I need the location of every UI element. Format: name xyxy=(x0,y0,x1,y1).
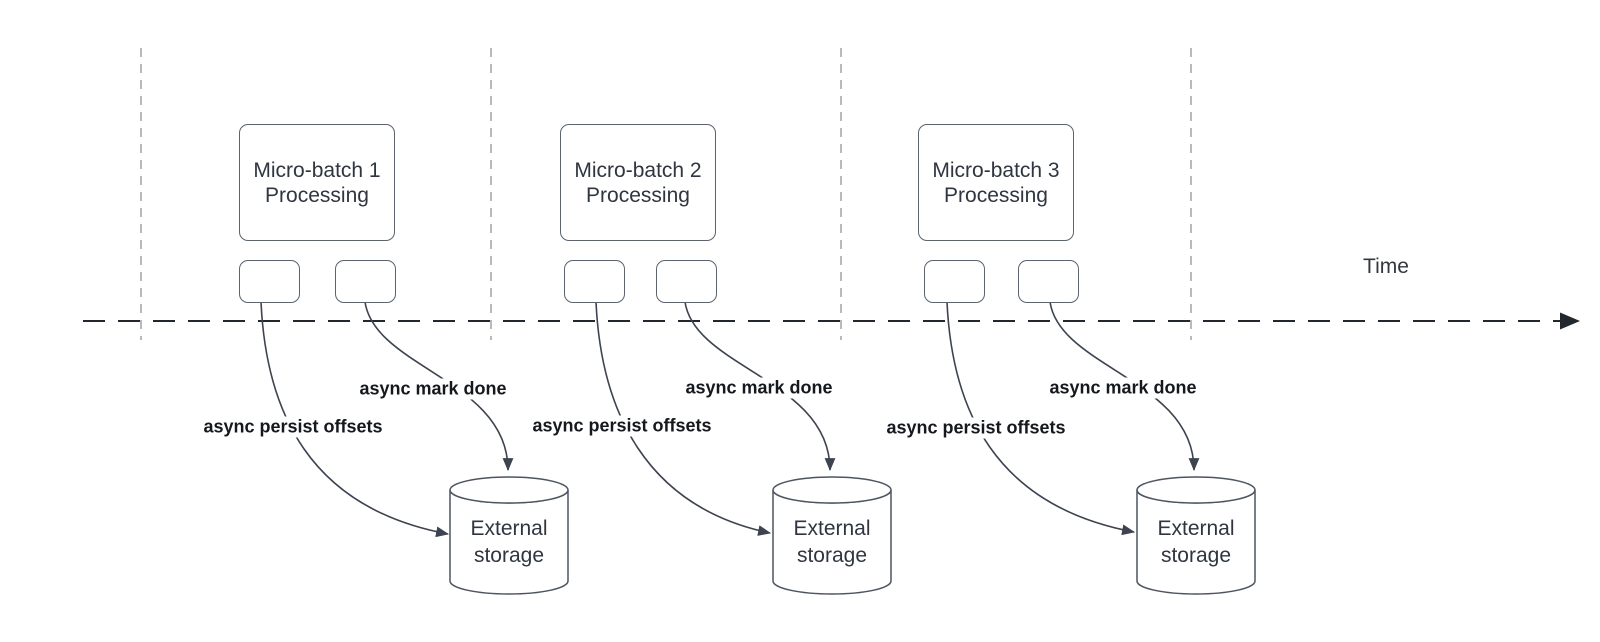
external-storage-label-1-line2: storage xyxy=(473,544,545,567)
external-storage-label-3: External storage xyxy=(1157,515,1234,569)
mark-done-label-1: async mark done xyxy=(356,378,510,400)
persist-offsets-task-box-2 xyxy=(564,260,625,303)
persist-offsets-task-box-1 xyxy=(239,260,300,303)
storage-cylinder-3 xyxy=(1136,476,1256,595)
micro-batch-3-title: Micro-batch 3 xyxy=(932,158,1060,182)
external-storage-label-3-line1: External xyxy=(1157,517,1235,540)
mark-done-arrow-3 xyxy=(1049,301,1200,472)
mark-done-label-3: async mark done xyxy=(1046,377,1200,399)
cylinder-top xyxy=(772,476,892,504)
persist-offsets-label-2: async persist offsets xyxy=(529,415,715,437)
external-storage-label-1: External storage xyxy=(470,515,547,569)
external-storage-label-2: External storage xyxy=(793,515,870,569)
external-storage-label-3-line2: storage xyxy=(1160,544,1232,567)
micro-batch-2-box: Micro-batch 2 Processing xyxy=(560,124,716,241)
storage-cylinder-2 xyxy=(772,476,892,595)
micro-batch-3-subtitle: Processing xyxy=(944,183,1048,207)
time-axis-arrowhead-icon xyxy=(1560,312,1580,330)
storage-cylinder-1 xyxy=(449,476,569,595)
external-storage-label-1-line1: External xyxy=(470,517,548,540)
external-storage-label-2-line1: External xyxy=(793,517,871,540)
mark-done-label-2: async mark done xyxy=(682,377,836,399)
mark-done-arrow-2 xyxy=(684,301,836,472)
mark-done-task-box-2 xyxy=(656,260,717,303)
mark-done-arrow-1 xyxy=(364,301,514,472)
micro-batch-1-title: Micro-batch 1 xyxy=(253,158,381,182)
micro-batch-2-subtitle: Processing xyxy=(586,183,690,207)
micro-batch-1-subtitle: Processing xyxy=(265,183,369,207)
mark-done-task-box-3 xyxy=(1018,260,1079,303)
persist-offsets-label-1: async persist offsets xyxy=(200,416,386,438)
micro-batch-3-box: Micro-batch 3 Processing xyxy=(918,124,1074,241)
external-storage-label-2-line2: storage xyxy=(796,544,868,567)
cylinder-top xyxy=(1136,476,1256,504)
persist-offsets-label-3: async persist offsets xyxy=(883,417,1069,439)
time-axis-label: Time xyxy=(1363,255,1409,278)
persist-offsets-arrow-3 xyxy=(946,301,1136,536)
persist-offsets-arrow-1 xyxy=(260,301,450,538)
micro-batch-2-title: Micro-batch 2 xyxy=(574,158,702,182)
mark-done-task-box-1 xyxy=(335,260,396,303)
persist-offsets-task-box-3 xyxy=(924,260,985,303)
micro-batch-1-box: Micro-batch 1 Processing xyxy=(239,124,395,241)
cylinder-top xyxy=(449,476,569,504)
persist-offsets-arrow-2 xyxy=(595,301,772,536)
